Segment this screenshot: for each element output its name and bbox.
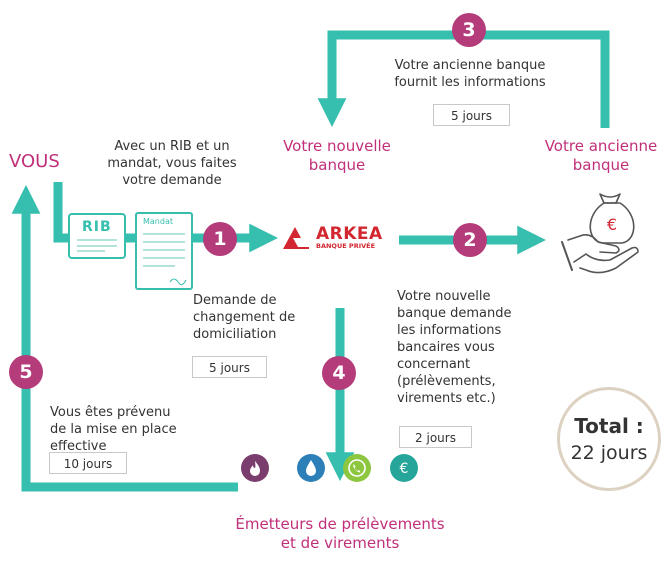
mandat-label: Mandat	[143, 217, 173, 226]
step-2-duration: 2 jours	[399, 426, 472, 448]
step-5-text: Vous êtes prévenu de la mise en place ef…	[50, 405, 177, 454]
phone-icon	[343, 454, 371, 482]
step-2-badge: 2	[453, 223, 487, 257]
step-4-badge: 4	[322, 356, 356, 390]
step-3-circle	[452, 13, 486, 47]
step-4-circle	[322, 356, 356, 390]
emitters-label: Émetteurs de prélèvements et de virement…	[235, 515, 445, 552]
step-1-text: Demande de changement de domiciliation	[193, 293, 296, 342]
step-5-duration: 10 jours	[49, 452, 127, 474]
arkea-logo: ARKEA BANQUE PRIVÉE	[281, 224, 382, 252]
rib-label: RIB	[82, 219, 112, 235]
bank-brand-subtitle: BANQUE PRIVÉE	[316, 242, 376, 250]
flame-icon	[241, 454, 269, 482]
step-5-badge: 5	[9, 355, 43, 389]
old-bank-label: Votre ancienne banque	[544, 137, 658, 174]
euro-icon: €	[390, 454, 418, 482]
euro-sign: €	[607, 215, 617, 234]
bank-brand-name: ARKEA	[316, 224, 383, 244]
total-value: 22 jours	[570, 442, 648, 464]
step-5-circle	[9, 355, 43, 389]
step-2-circle	[453, 223, 487, 257]
vous-label: VOUS	[9, 151, 60, 172]
svg-text:€: €	[400, 461, 409, 477]
money-bag-hand-icon	[561, 193, 639, 274]
arrow-step-5	[11, 184, 238, 492]
step-3-text: Votre ancienne banque fournit les inform…	[394, 58, 546, 90]
step-1-duration: 5 jours	[192, 356, 267, 378]
rib-document-icon	[68, 213, 126, 259]
step-2-text: Votre nouvelle banque demande les inform…	[397, 289, 512, 406]
mandat-document-icon	[135, 212, 193, 290]
step-3-badge: 3	[452, 13, 486, 47]
water-drop-icon	[297, 454, 325, 482]
step-3-duration: 5 jours	[433, 104, 510, 126]
intro-text: Avec un RIB et un mandat, vous faites vo…	[107, 139, 237, 188]
arkea-emblem-icon	[283, 227, 309, 249]
total-badge: Total : 22 jours	[557, 387, 661, 491]
step-1-badge: 1	[203, 222, 237, 256]
step-1-circle	[203, 222, 237, 256]
new-bank-label: Votre nouvelle banque	[283, 137, 391, 174]
total-label: Total :	[574, 414, 644, 438]
